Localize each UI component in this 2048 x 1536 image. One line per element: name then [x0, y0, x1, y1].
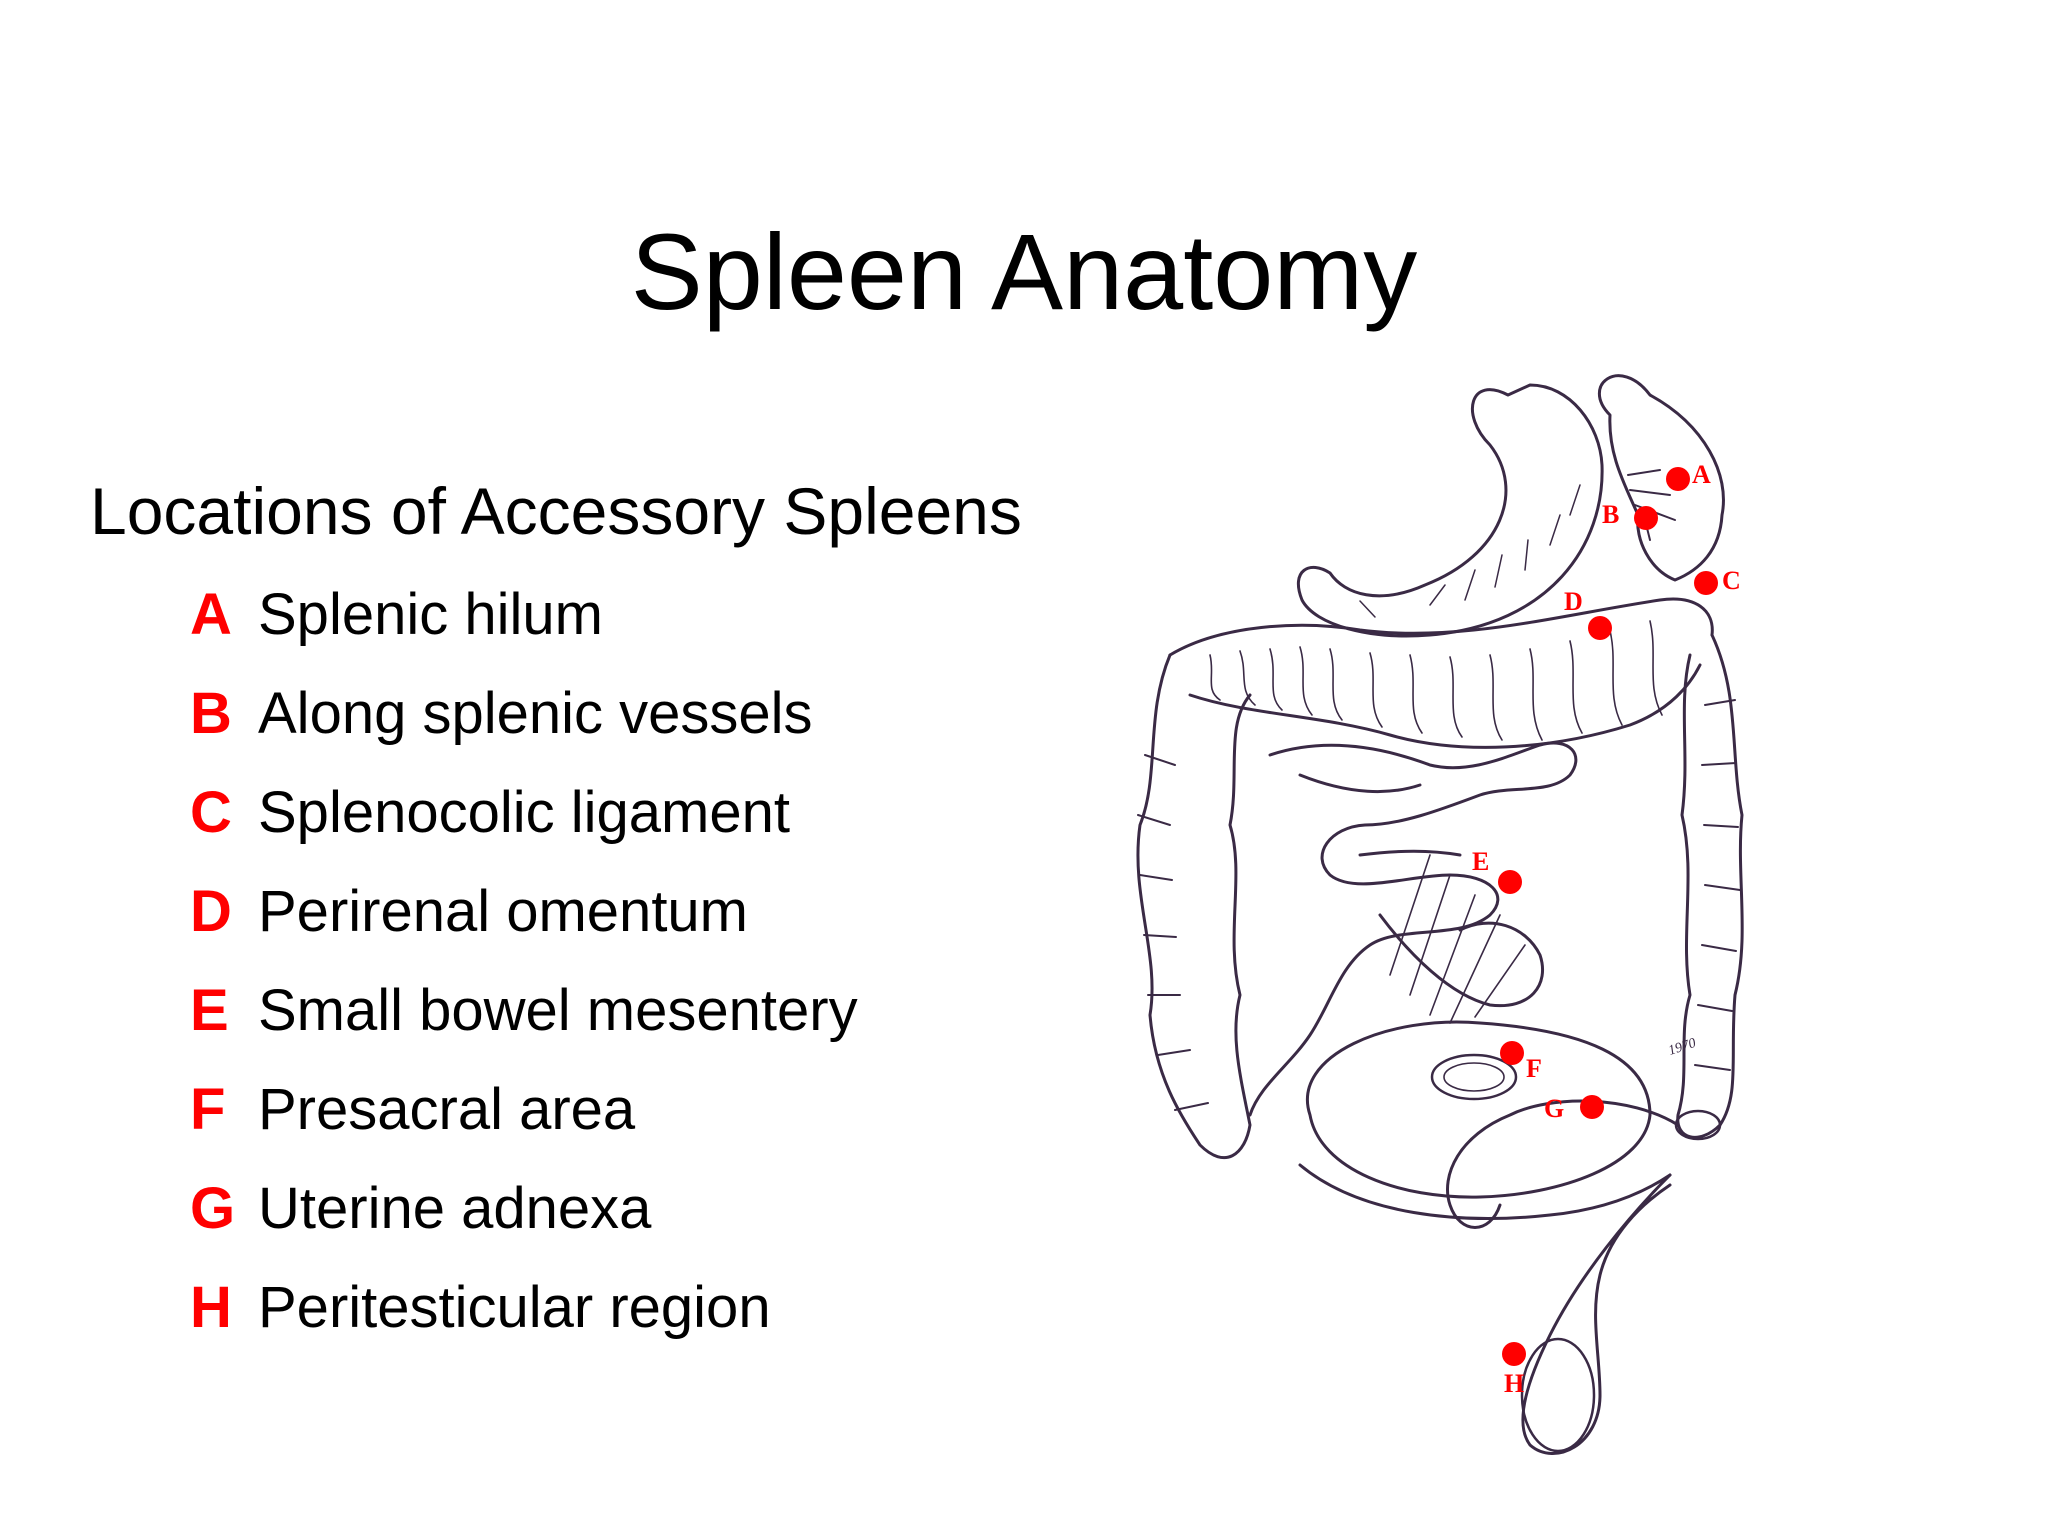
marker-b: B [1602, 500, 1658, 530]
marker-dot [1500, 1041, 1524, 1065]
marker-f: F [1500, 1041, 1542, 1083]
splenic-vessels [1627, 469, 1676, 541]
marker-c: C [1694, 566, 1741, 595]
rectum-lumen [1430, 1053, 1518, 1101]
legend-item-d: D Perirenal omentum [190, 879, 858, 978]
spermatic-cord [1521, 1173, 1672, 1455]
ascending-colon [1136, 653, 1252, 1159]
marker-dot [1588, 616, 1612, 640]
marker-label: C [1722, 566, 1741, 595]
legend-item-b: B Along splenic vessels [190, 681, 858, 780]
legend-letter: E [190, 978, 229, 1043]
legend-item-f: F Presacral area [190, 1077, 858, 1176]
small-bowel-loops-2 [1298, 773, 1545, 1008]
legend-letter: A [190, 582, 232, 647]
marker-e: E [1472, 847, 1522, 894]
marker-dot [1498, 870, 1522, 894]
omentum-texture [1209, 620, 1663, 741]
legend-item-e: E Small bowel mesentery [190, 978, 858, 1077]
legend-letter: D [190, 879, 232, 944]
omentum-lower-edge [1188, 663, 1702, 749]
transverse-colon [1168, 597, 1714, 657]
accessory-spleen-markers: A B C D E F G H [1472, 460, 1741, 1398]
marker-label: G [1544, 1094, 1564, 1123]
marker-label: B [1602, 500, 1619, 529]
marker-label: F [1526, 1054, 1542, 1083]
legend-text: Presacral area [258, 1077, 636, 1142]
marker-a: A [1666, 460, 1711, 491]
marker-dot [1634, 506, 1658, 530]
sigmoid-colon [1446, 1099, 1680, 1229]
marker-d: D [1564, 587, 1612, 640]
testis-outline [1520, 1337, 1596, 1453]
abdominal-anatomy-illustration: 1970 A B C D E F G [1130, 355, 1810, 1475]
stomach-rugae [1359, 484, 1581, 618]
legend-letter: G [190, 1176, 236, 1241]
marker-g: G [1544, 1094, 1604, 1123]
legend-text: Splenocolic ligament [258, 780, 790, 845]
legend-text: Small bowel mesentery [258, 978, 858, 1043]
marker-label: D [1564, 587, 1583, 616]
legend-text: Peritesticular region [258, 1275, 771, 1340]
legend-text: Perirenal omentum [258, 879, 748, 944]
legend-text: Along splenic vessels [258, 681, 813, 746]
legend-text: Splenic hilum [258, 582, 603, 647]
legend-text: Uterine adnexa [258, 1176, 652, 1241]
legend-letter: F [190, 1077, 226, 1142]
small-bowel-loops [1248, 741, 1578, 1117]
marker-dot [1502, 1342, 1526, 1366]
pelvic-outline [1306, 1020, 1652, 1199]
marker-h: H [1502, 1342, 1526, 1398]
spleen-outline [1597, 374, 1725, 582]
legend-letter: H [190, 1275, 232, 1340]
rectum-lumen-inner [1443, 1062, 1505, 1092]
mesentery-fan [1389, 854, 1526, 1024]
anatomy-line-drawing: 1970 [1136, 374, 1744, 1455]
stomach-outline [1296, 383, 1604, 638]
legend-letter: B [190, 681, 232, 746]
marker-label: H [1504, 1369, 1524, 1398]
legend-item-a: A Splenic hilum [190, 582, 858, 681]
marker-dot [1580, 1095, 1604, 1119]
colon-haustra-right [1694, 699, 1741, 1071]
marker-label: A [1692, 460, 1711, 489]
slide-title: Spleen Anatomy [630, 211, 1418, 332]
marker-dot [1694, 571, 1718, 595]
legend-item-h: H Peritesticular region [190, 1275, 858, 1374]
marker-dot [1666, 467, 1690, 491]
descending-colon [1676, 633, 1744, 1139]
marker-label: E [1472, 847, 1489, 876]
colon-haustra-left [1137, 754, 1209, 1111]
legend-item-c: C Splenocolic ligament [190, 780, 858, 879]
legend-letter: C [190, 780, 232, 845]
legend-item-g: G Uterine adnexa [190, 1176, 858, 1275]
slide-subtitle: Locations of Accessory Spleens [90, 474, 1022, 548]
pelvic-floor [1298, 1163, 1672, 1220]
